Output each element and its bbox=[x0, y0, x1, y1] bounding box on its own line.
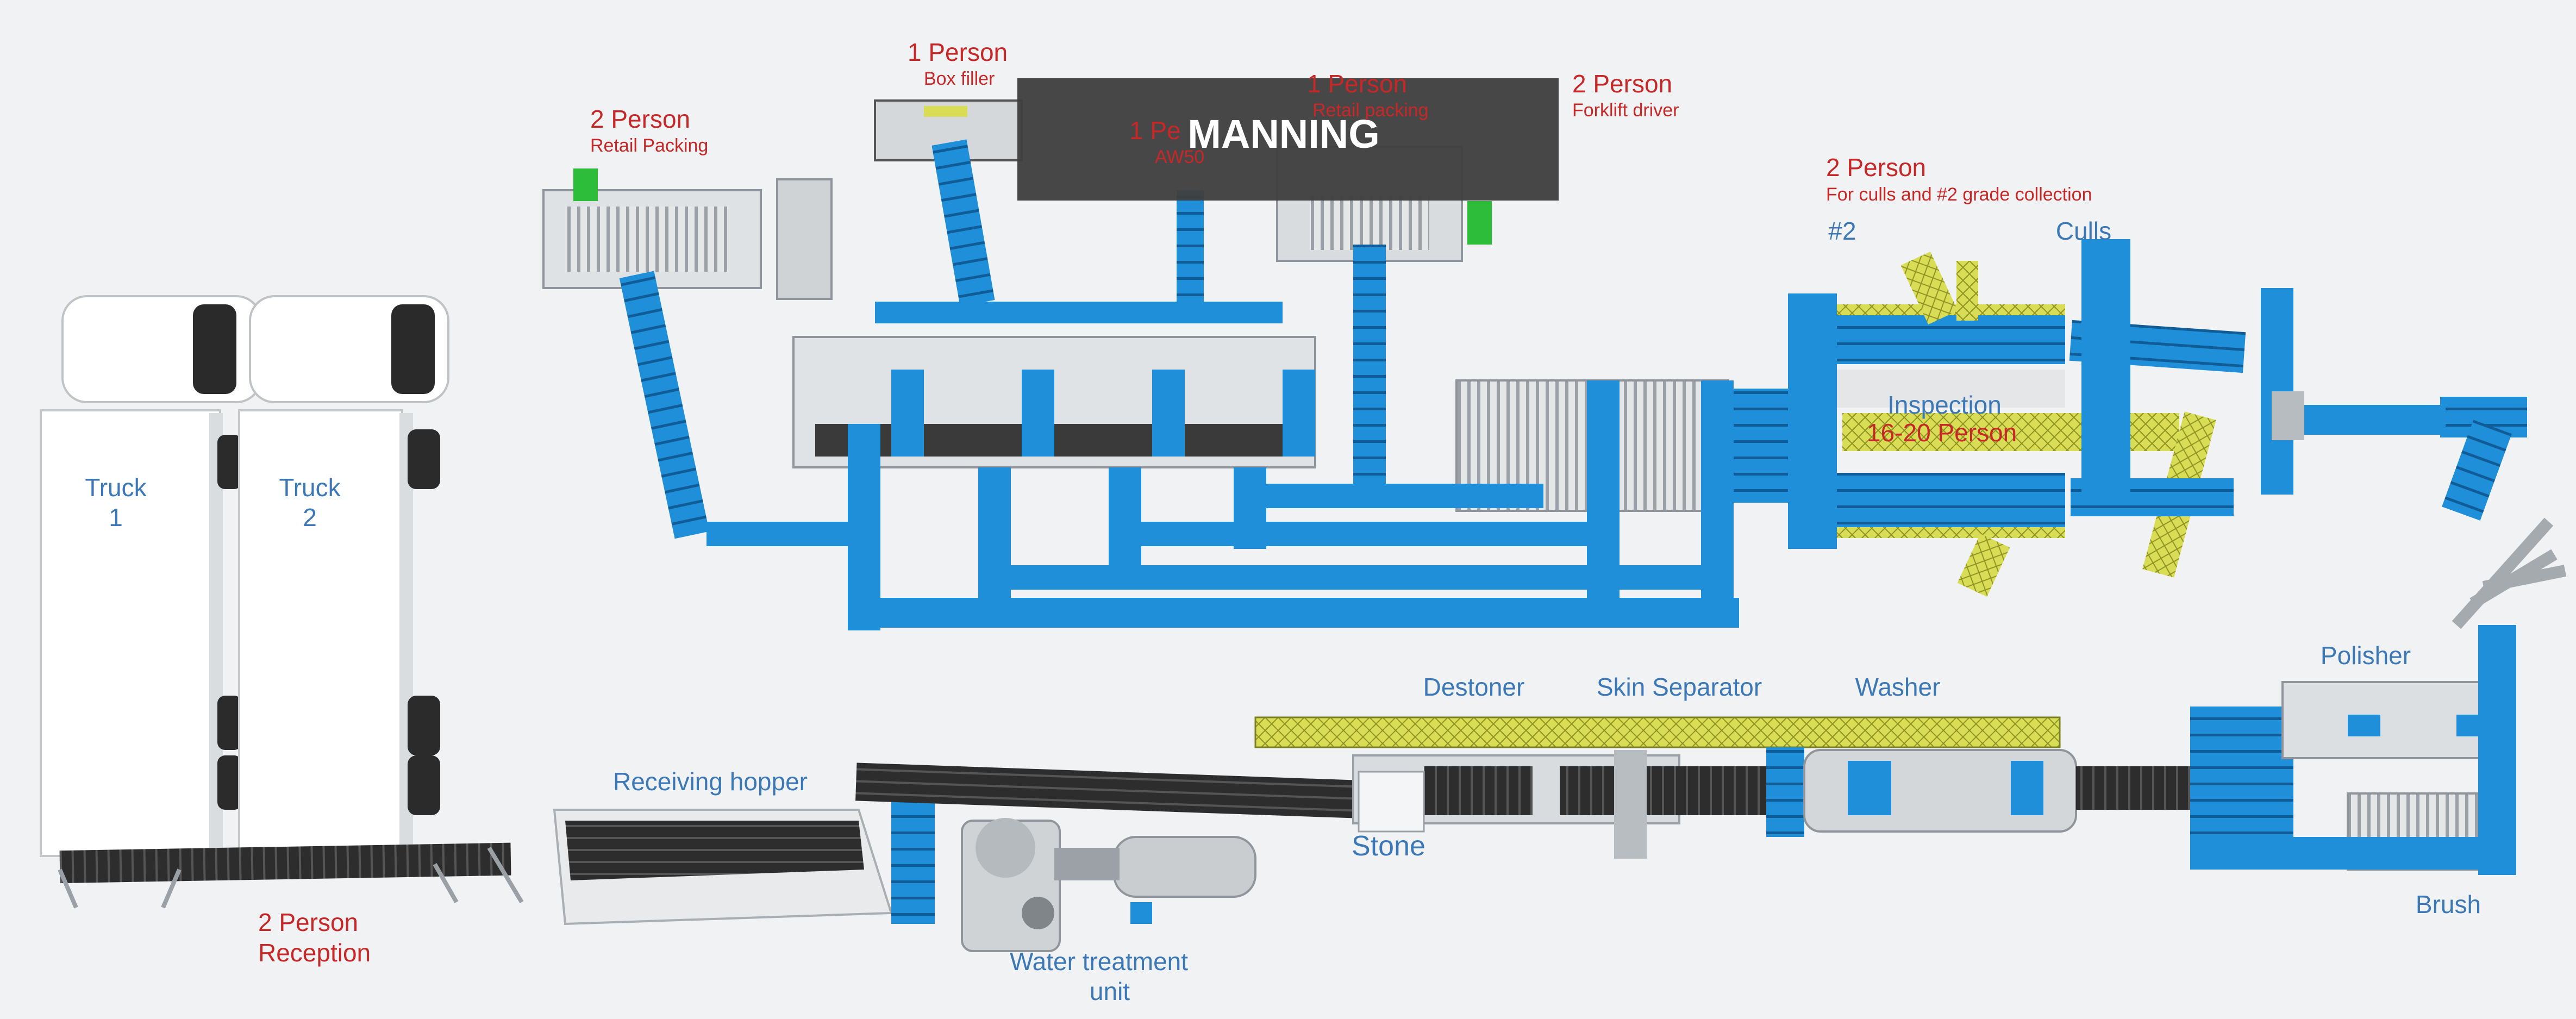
grade-2-label: #2 bbox=[1828, 217, 1856, 245]
culls-label: Culls bbox=[2056, 217, 2111, 245]
truck-2-label: Truck bbox=[279, 473, 341, 502]
culls-role: For culls and #2 grade collection bbox=[1826, 184, 2092, 205]
manning-banner: MANNING bbox=[1017, 78, 1559, 201]
polisher-brush bbox=[2190, 517, 2567, 875]
water-treatment-label-2: unit bbox=[1090, 977, 1130, 1005]
inspection-count: 16-20 Person bbox=[1867, 418, 2017, 447]
retail-right-role: Retail packing bbox=[1312, 100, 1429, 121]
retail-left-role: Retail Packing bbox=[590, 135, 708, 156]
forklift-count: 2 Person bbox=[1572, 70, 1672, 98]
banner-title: MANNING bbox=[1187, 111, 1380, 157]
box-filler-count: 1 Person bbox=[908, 38, 1008, 66]
inspection-area bbox=[1455, 239, 2304, 597]
banner-background bbox=[1017, 78, 1559, 201]
reception-conveyor bbox=[58, 842, 524, 909]
reception-role: Reception bbox=[258, 939, 371, 967]
packing-stations bbox=[542, 99, 1492, 539]
right-elevator bbox=[2293, 397, 2527, 521]
truck-1-number: 1 bbox=[109, 503, 123, 532]
retail-right-count: 1 Person bbox=[1307, 70, 1407, 98]
aw-count: 1 Pe bbox=[1129, 116, 1181, 145]
receiving-hopper bbox=[553, 762, 1373, 926]
washer-label: Washer bbox=[1855, 673, 1941, 701]
central-sorter bbox=[706, 302, 1739, 630]
retail-left-count: 2 Person bbox=[590, 105, 690, 133]
truck-1-label: Truck bbox=[85, 473, 147, 502]
reception-count: 2 Person bbox=[258, 908, 358, 936]
brush-label: Brush bbox=[2416, 890, 2481, 918]
manning-labels: 2 Person Reception 2 Person Retail Packi… bbox=[258, 38, 2092, 967]
polisher-label: Polisher bbox=[2321, 641, 2411, 670]
culls-count: 2 Person bbox=[1826, 153, 1926, 182]
truck-1 bbox=[40, 295, 262, 857]
destoner-skin-washer-line bbox=[1254, 716, 2228, 859]
receiving-hopper-label: Receiving hopper bbox=[613, 767, 808, 796]
truck-2 bbox=[238, 295, 449, 857]
aw-role: AW50 bbox=[1155, 147, 1204, 167]
water-treatment-unit bbox=[961, 818, 1256, 952]
box-filler-role: Box filler bbox=[924, 68, 995, 89]
water-treatment-label: Water treatment bbox=[1010, 947, 1188, 976]
equipment-labels: Truck 1 Truck 2 Receiving hopper Water t… bbox=[85, 217, 2481, 1005]
stone-label: Stone bbox=[1352, 830, 1425, 862]
forklift-role: Forklift driver bbox=[1572, 100, 1679, 121]
truck-2-number: 2 bbox=[303, 503, 317, 532]
destoner-label: Destoner bbox=[1423, 673, 1525, 701]
inspection-label: Inspection bbox=[1887, 391, 2002, 419]
skin-separator-label: Skin Separator bbox=[1597, 673, 1762, 701]
